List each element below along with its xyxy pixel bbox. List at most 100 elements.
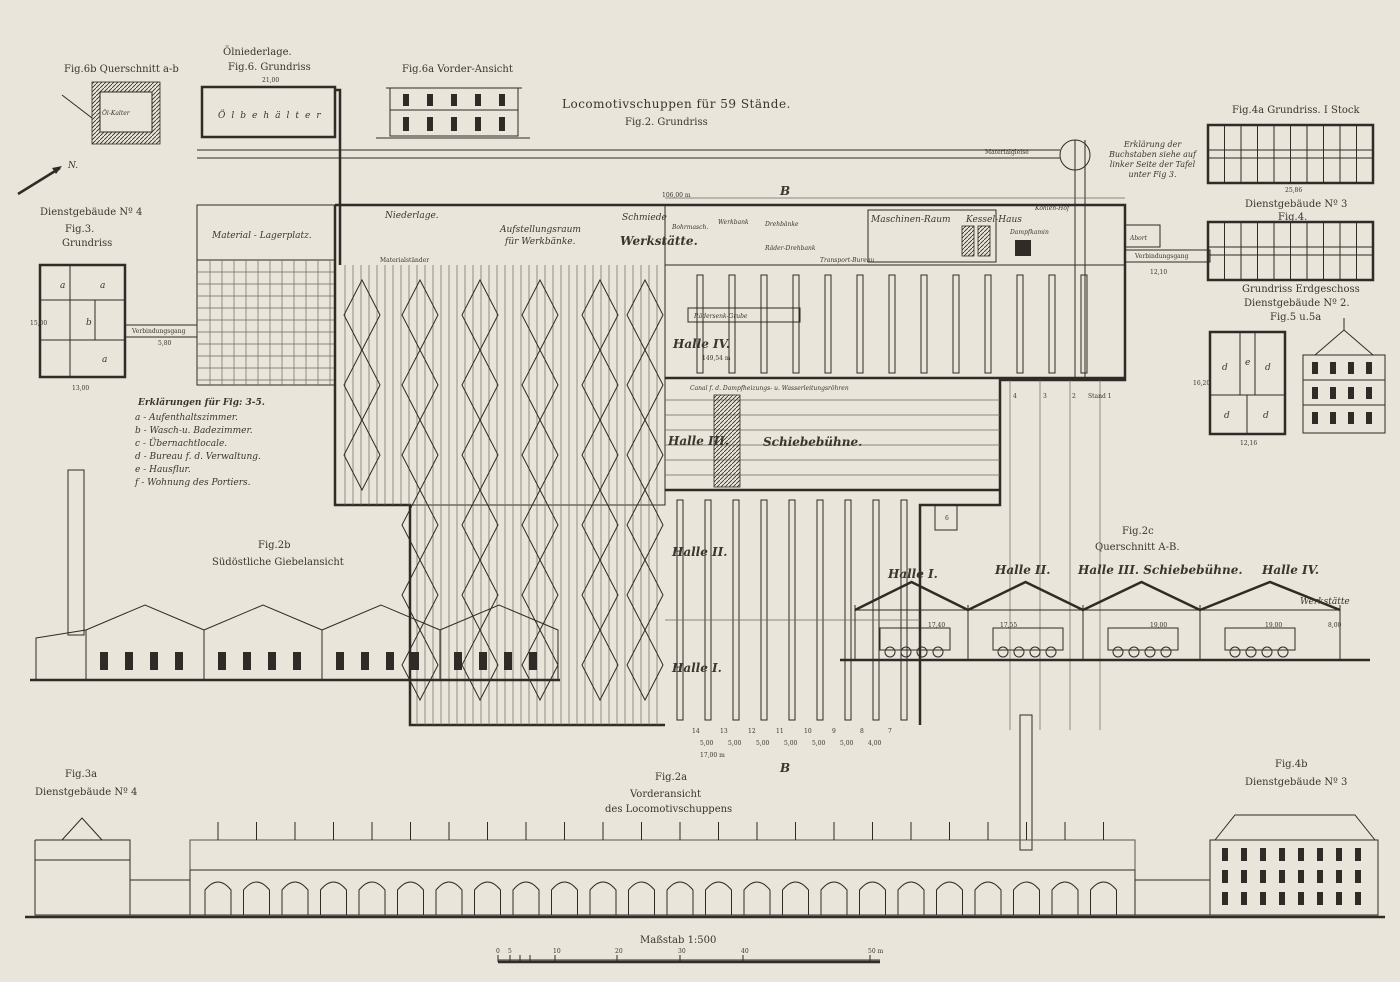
window [100,652,108,670]
arched-door [628,881,655,915]
halle3-label: Halle III. [667,434,729,448]
window [411,652,419,670]
gleise-label: Materialgleise [985,149,1029,156]
locomotive [1107,627,1179,651]
fig2b-label: Fig.2b [258,540,290,551]
window [1348,387,1354,399]
fig2a-label: Fig.2a [655,772,687,783]
roof-truss [581,348,619,422]
roof-truss [626,488,664,562]
roof-truss [343,278,381,352]
schmiede-label: Schmiede [622,213,667,223]
stand-number: 7 [888,728,892,735]
fig4-building-3-plans: Fig.4a Grundriss. I Stock 25,86 Erklärun… [1108,105,1386,447]
window [1222,848,1228,861]
fig2a-sub2: des Locomotivschuppens [605,804,732,815]
dim-verb: 12,10 [1150,269,1167,276]
svg-text:d: d [1224,411,1230,421]
wheel [1013,646,1025,658]
dimension: 5,00 [784,740,798,747]
fig6b-section: Fig.6b Querschnitt a-b Öl-Kalter [61,64,179,145]
fig4a-note: Erklärung der Buchstaben siehe auf linke… [1108,140,1196,179]
bohrmasch-label: Bohrmasch. [671,224,708,231]
arched-door [243,881,270,915]
fig2c-cross-section: Fig.2c Querschnitt A-B. Halle I. Halle I… [840,526,1370,662]
window [1260,870,1266,883]
werkstaette-label: Werkstätte. [620,234,698,248]
roof-truss [521,488,559,562]
stand-number: 12 [748,728,756,735]
window [1222,870,1228,883]
fig2c-label: Fig.2c [1122,526,1154,537]
window [1355,870,1361,883]
track-pit [920,274,928,374]
window [268,652,276,670]
fig6-label: Fig.6. Grundriss [228,62,311,73]
stand-number: 10 [804,728,812,735]
dim-halle4: 149,54 m [702,355,731,362]
roof-truss [461,628,499,702]
window [1366,387,1372,399]
window [1330,412,1336,424]
window [427,117,433,131]
arched-door [1051,881,1079,915]
fig4-building: Dienstgebäude Nº 3 [1245,199,1347,210]
roof-truss [521,278,559,352]
window [1298,892,1304,905]
fig3-corridor: Verbindungsgang [131,328,186,335]
fig6a-front-view: Fig.6a Vorder-Ansicht [376,64,530,139]
scale-tick-label: 5 [508,948,512,955]
window [1336,892,1342,905]
window [1366,412,1372,424]
section-dim: 17,40 [928,622,945,629]
scale-tick-label: 40 [741,948,749,955]
fig6b-label: Fig.6b Querschnitt a-b [64,64,179,75]
roof-truss [461,488,499,562]
window [475,117,481,131]
track-pit [760,274,768,374]
wheel [916,646,928,658]
roof-truss [521,558,559,632]
stand-number: Stand 1 [1088,393,1112,400]
window [1279,892,1285,905]
window [1355,892,1361,905]
arched-door [1090,881,1117,915]
track-pit [984,274,992,374]
roof-truss [626,348,664,422]
stand-number: 13 [720,728,728,735]
scale-tick-label: 20 [615,948,623,955]
arched-door [474,881,501,915]
fig5-label: Fig.5 u.5a [1270,312,1321,323]
window [1298,848,1304,861]
fig3-sub: Grundriss [62,238,112,249]
fig6-inner: Ölbehälter [218,109,327,121]
fig3-dim-w: 13,00 [72,385,89,392]
window [1241,870,1247,883]
window [175,652,183,670]
fig3-dim-h: 15,00 [30,320,47,327]
window [1330,362,1336,374]
roof-truss [343,418,381,492]
stand-number: 2 [1072,393,1076,400]
stand-number: 11 [776,728,784,735]
window [1366,362,1372,374]
raedersenk-label: Rädersenk-Grube [693,313,748,320]
legend-item: f - Wohnung des Portiers. [134,478,251,488]
section-dim: 8,00 [1328,622,1342,629]
section-dim: 17,55 [1000,622,1017,629]
track-pit [1080,274,1088,374]
scale-tick-label: 10 [553,948,561,955]
roof-truss [581,558,619,632]
svg-text:b: b [86,318,92,328]
roof-truss [626,278,664,352]
wheel [997,646,1009,658]
north-label: N. [67,161,78,171]
track-pit [728,274,736,374]
window [1317,848,1323,861]
window [475,94,481,106]
window [1312,412,1318,424]
stand-number: 9 [832,728,836,735]
fig2c-sub: Querschnitt A-B. [1095,542,1180,553]
scale-tick-label: 0 [496,948,500,955]
